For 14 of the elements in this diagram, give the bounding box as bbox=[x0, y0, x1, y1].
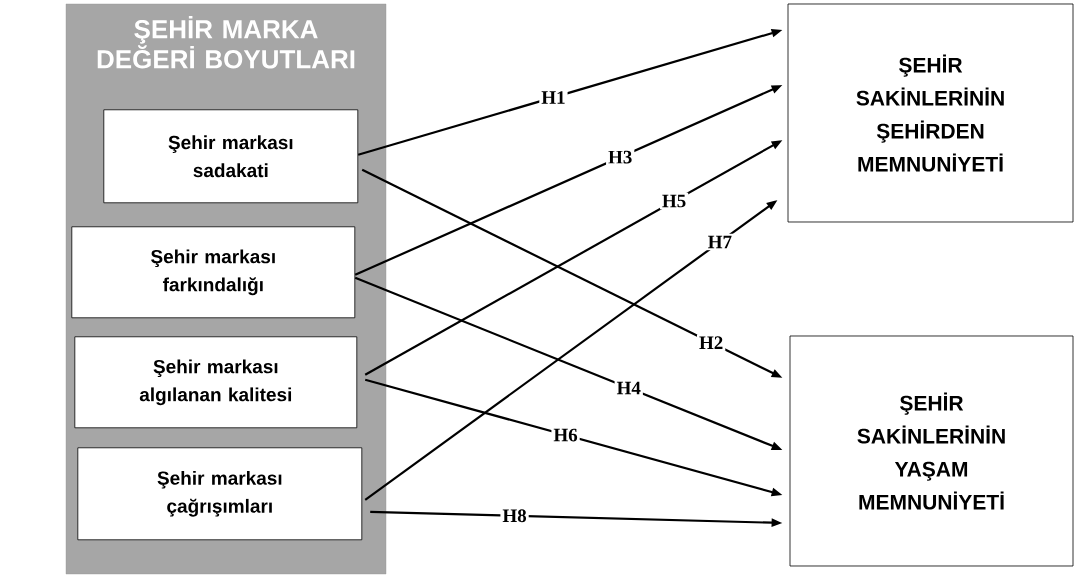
dimension-box: Şehir markası çağrışımları bbox=[77, 447, 363, 541]
edge-label: H4 bbox=[614, 379, 643, 397]
edge-label: H8 bbox=[500, 507, 529, 525]
dimension-box: Şehir markası sadakati bbox=[103, 109, 359, 204]
edge-label: H2 bbox=[697, 334, 726, 351]
edge-label: H6 bbox=[551, 426, 580, 444]
dimension-box: Şehir markası algılanan kalitesi bbox=[74, 336, 358, 429]
dimension-box: Şehir markası farkındalığı bbox=[71, 226, 356, 319]
edge-label: H3 bbox=[606, 148, 635, 166]
edge-label: H5 bbox=[659, 192, 689, 210]
edge-label: H7 bbox=[705, 233, 734, 251]
outcome-box: ŞEHİR SAKİNLERİNİN ŞEHİRDEN MEMNUNİYETİ bbox=[787, 3, 1074, 223]
edge-label: H1 bbox=[539, 89, 568, 106]
outcome-box: ŞEHİR SAKİNLERİNİN YAŞAM MEMNUNİYETİ bbox=[789, 335, 1074, 567]
